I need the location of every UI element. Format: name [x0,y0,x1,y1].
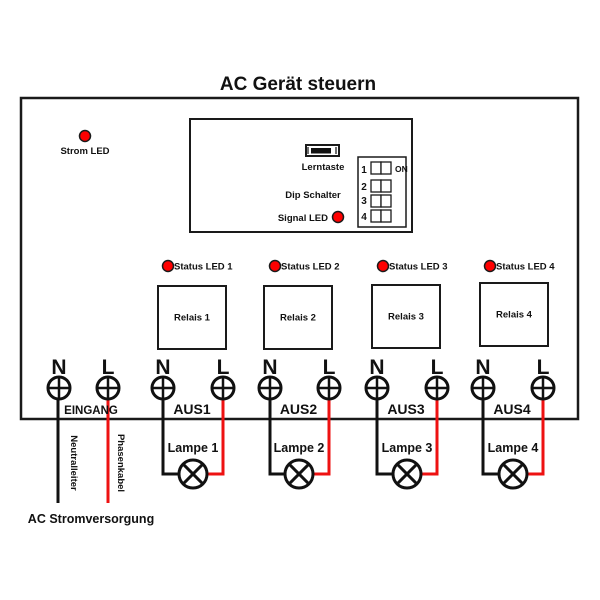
input-l-label: L [102,356,115,379]
output-4-n-terminal[interactable] [470,375,496,401]
output-4-l-terminal[interactable] [530,375,556,401]
input-label: EINGANG [64,405,118,417]
status-led-3-label: Status LED 3 [389,262,448,273]
dip-switch-4-number: 4 [361,212,367,223]
output-1-label: AUS1 [173,401,211,417]
dip-toggle-icon [380,179,392,193]
status-led-1-icon [161,259,175,273]
lamp-3 [391,458,423,490]
learn-button[interactable] [305,144,340,157]
output-1-l-terminal[interactable] [210,375,236,401]
phase-wire-3 [421,388,439,476]
dip-switch-1[interactable]: 1 [361,161,392,176]
output-3-n-label: N [369,356,384,379]
dip-toggle-icon [380,194,392,208]
neutral-wire-2 [268,388,285,476]
ac-supply-label: AC Stromversorgung [28,512,154,526]
dip-switch-4[interactable]: 4 [361,209,392,223]
dip-toggle-icon [370,194,382,208]
output-4-label: AUS4 [493,401,531,417]
status-led-4-icon [483,259,497,273]
output-1-n-terminal[interactable] [150,375,176,401]
dip-switch-2[interactable]: 2 [361,179,392,193]
dip-switch-2-number: 2 [361,182,367,193]
status-led-4-label: Status LED 4 [496,262,555,273]
lamp-4-label: Lampe 4 [488,441,539,455]
lamp-3-label: Lampe 3 [382,441,433,455]
dip-toggle-icon [370,161,382,175]
dip-toggle-icon [380,161,392,175]
push-button-plunger [311,148,331,154]
dip-switch-label: Dip Schalter [285,190,341,201]
signal-led-icon [331,210,345,224]
dip-switch-on-label: ON [395,164,408,174]
output-4-n-label: N [475,356,490,379]
output-3-l-label: L [431,356,444,379]
dip-switch-3[interactable]: 3 [361,194,392,208]
receiver-module: Lerntaste Dip Schalter Signal LED 1 2 3 [189,118,413,233]
dip-toggle-icon [370,179,382,193]
lamp-2-label: Lampe 2 [274,441,325,455]
output-2-n-label: N [262,356,277,379]
dip-toggle-icon [370,209,382,223]
dip-toggle-icon [380,209,392,223]
power-led-label: Strom LED [60,146,109,157]
neutral-wire-label: Neutralleiter [68,435,79,491]
output-2-n-terminal[interactable] [257,375,283,401]
neutral-wire-4 [481,388,499,476]
input-terminal-block: N L EINGANG Neutralleiter Phasenkabel AC… [28,356,154,526]
phase-wire-1 [207,388,225,476]
relay-3-box [371,284,441,349]
phase-wire-4 [527,388,545,476]
status-led-3-icon [376,259,390,273]
power-led-icon [78,129,92,143]
phase-wire-label: Phasenkabel [115,434,126,492]
diagram-title: AC Gerät steuern [220,74,376,95]
status-led-2-label: Status LED 2 [281,262,340,273]
output-2-label: AUS2 [280,401,318,417]
power-led: Strom LED [60,129,110,157]
relay-3-label: Relais 3 [388,312,424,323]
relay-2-box [263,285,333,350]
status-led-2-icon [268,259,282,273]
input-l-terminal[interactable] [95,375,121,401]
signal-led-label: Signal LED [278,213,328,224]
output-3-n-terminal[interactable] [364,375,390,401]
output-1-l-label: L [217,356,230,379]
phase-wire-2 [313,388,331,476]
dip-switch-3-number: 3 [361,196,367,207]
output-2-l-label: L [323,356,336,379]
relay-2-label: Relais 2 [280,313,316,324]
neutral-wire-3 [375,388,393,476]
lamp-4 [497,458,529,490]
output-4-l-label: L [537,356,550,379]
input-n-label: N [51,356,66,379]
neutral-wire-1 [161,388,179,476]
output-2-l-terminal[interactable] [316,375,342,401]
dip-switch-1-number: 1 [361,165,367,176]
output-3-label: AUS3 [387,401,425,417]
output-1-n-label: N [155,356,170,379]
relay-1-box [157,285,227,350]
relay-1-label: Relais 1 [174,313,211,324]
lamp-1 [177,458,209,490]
lamp-2 [283,458,315,490]
dip-switch[interactable]: 1 2 3 4 ON [357,156,408,228]
input-n-terminal[interactable] [46,375,72,401]
relay-4-box [479,282,549,347]
status-led-1-label: Status LED 1 [174,262,233,273]
learn-button-label: Lerntaste [302,162,345,173]
relay-4-label: Relais 4 [496,310,533,321]
lamp-1-label: Lampe 1 [168,441,219,455]
output-3-l-terminal[interactable] [424,375,450,401]
